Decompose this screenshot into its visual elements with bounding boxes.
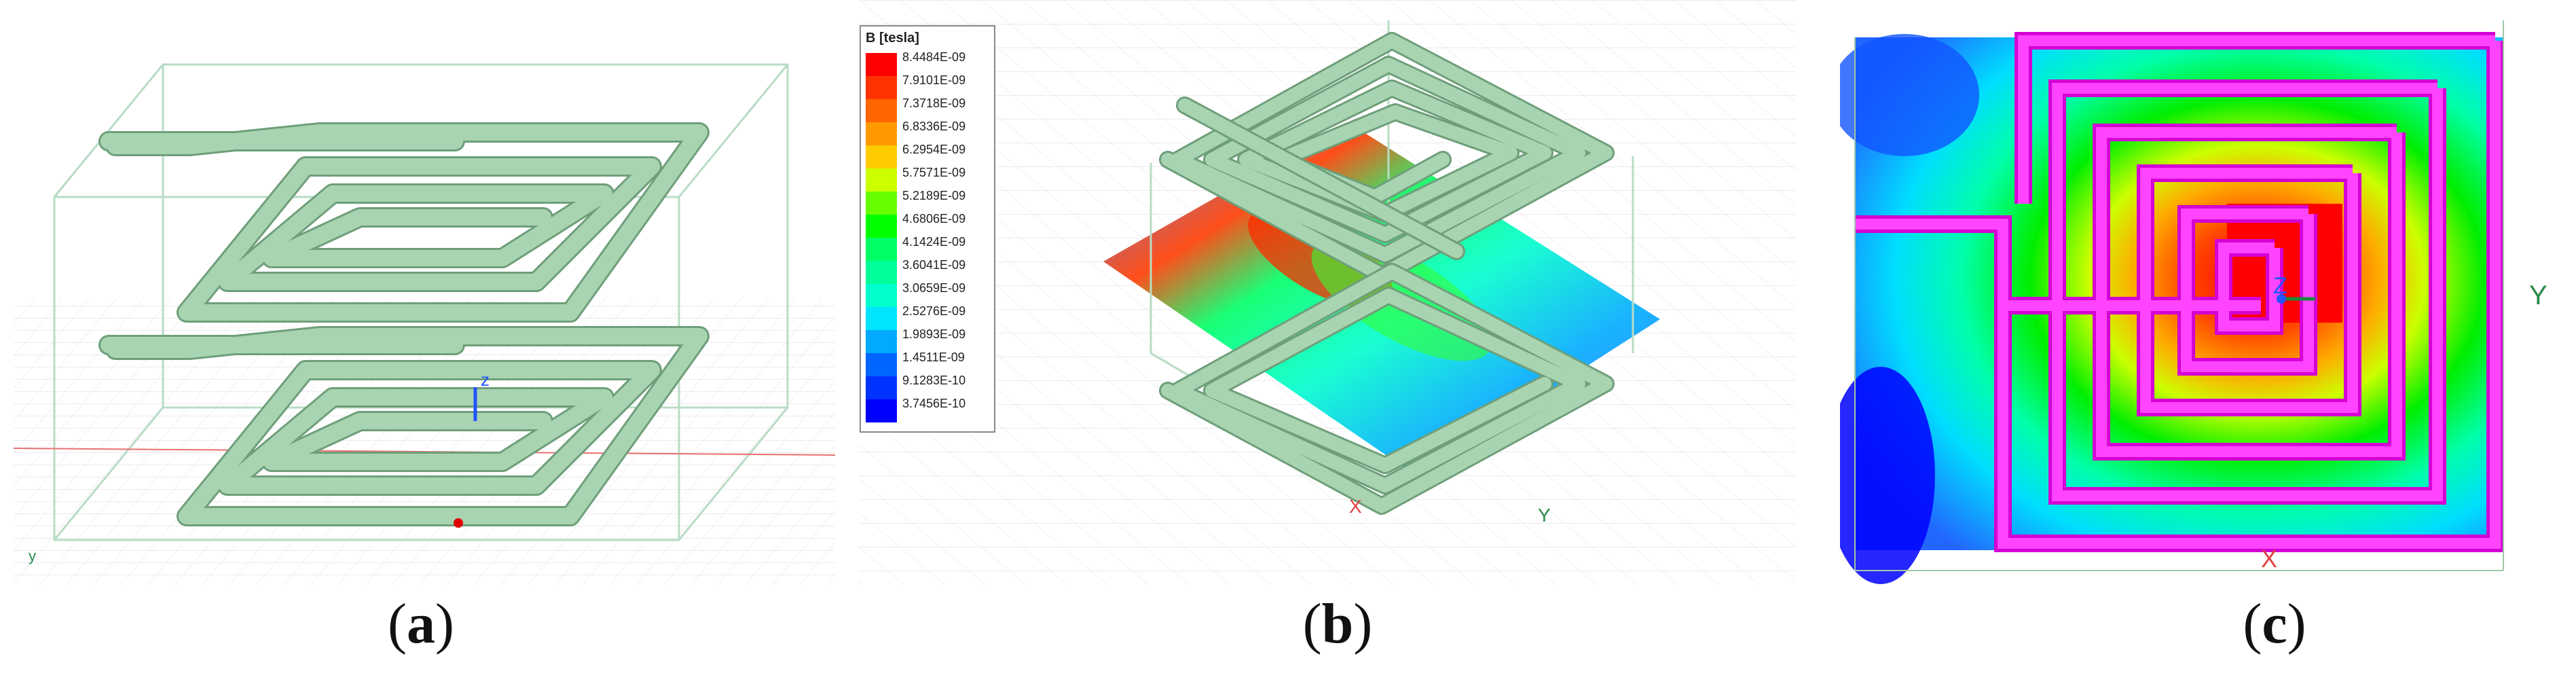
legend-label: 7.9101E-09: [902, 73, 965, 87]
panel-a-figure: z y: [14, 63, 835, 584]
legend-label: 3.0659E-09: [902, 281, 965, 295]
legend-label: 1.4511E-09: [902, 350, 965, 364]
field-legend: B [tesla] 8.4484E-09 7.9101E-09 7.3718E-09…: [860, 25, 995, 433]
legend-label: 7.3718E-09: [902, 96, 965, 110]
caption-b: (b): [1302, 592, 1373, 655]
legend-swatch: [866, 353, 897, 376]
legend-swatch: [866, 307, 897, 330]
legend-swatch: [866, 238, 897, 261]
legend-label: 5.7571E-09: [902, 166, 965, 179]
z-axis-label: Z: [2273, 273, 2287, 299]
z-axis-label: z: [481, 369, 490, 390]
legend-label: 3.6041E-09: [902, 258, 965, 272]
caption-a: (a): [388, 592, 454, 655]
legend-swatch: [866, 122, 897, 145]
legend-swatch: [866, 168, 897, 192]
legend-swatch: [866, 376, 897, 399]
legend-swatch: [866, 99, 897, 122]
legend-swatch: [866, 145, 897, 168]
caption-c: (c): [2243, 592, 2306, 655]
y-axis-label: y: [29, 547, 36, 564]
legend-label: 9.1283E-10: [902, 374, 965, 387]
x-axis-label: X: [1349, 496, 1362, 517]
legend-swatch: [866, 330, 897, 353]
legend-label: 2.5276E-09: [902, 304, 965, 318]
x-axis-label: X: [2261, 545, 2277, 573]
origin-marker: [454, 518, 463, 528]
legend-swatch: [866, 215, 897, 238]
ruler-ticks: [1854, 20, 2504, 571]
upper-coil: [1159, 32, 1615, 284]
legend-label: 3.7456E-10: [902, 397, 965, 410]
axis-triad: [2277, 294, 2315, 304]
y-axis-label: Y: [1538, 505, 1551, 526]
legend-swatch: [866, 53, 897, 76]
legend-label: 4.6806E-09: [902, 212, 965, 225]
legend-label: 8.4484E-09: [902, 50, 965, 64]
legend-label: 6.2954E-09: [902, 143, 965, 156]
panel-c-figure: Z Y X: [1840, 20, 2547, 584]
y-axis-label: Y: [2529, 281, 2547, 310]
legend-label: 6.8336E-09: [902, 120, 965, 133]
legend-label: 4.1424E-09: [902, 235, 965, 249]
legend-swatch: [866, 261, 897, 284]
legend-swatch: [866, 284, 897, 307]
legend-label: 5.2189E-09: [902, 189, 965, 202]
lower-coil: [98, 336, 699, 516]
legend-swatch: [866, 399, 897, 422]
lower-coil: [1159, 263, 1615, 515]
legend-title: B [tesla]: [866, 31, 919, 46]
legend-swatch: [866, 76, 897, 99]
panel-b-figure: X Y B [tesla] 8.4484E-09 7.9101E-09 7.3718…: [859, 0, 1796, 584]
legend-swatch: [866, 192, 897, 215]
legend-label: 1.9893E-09: [902, 327, 965, 341]
